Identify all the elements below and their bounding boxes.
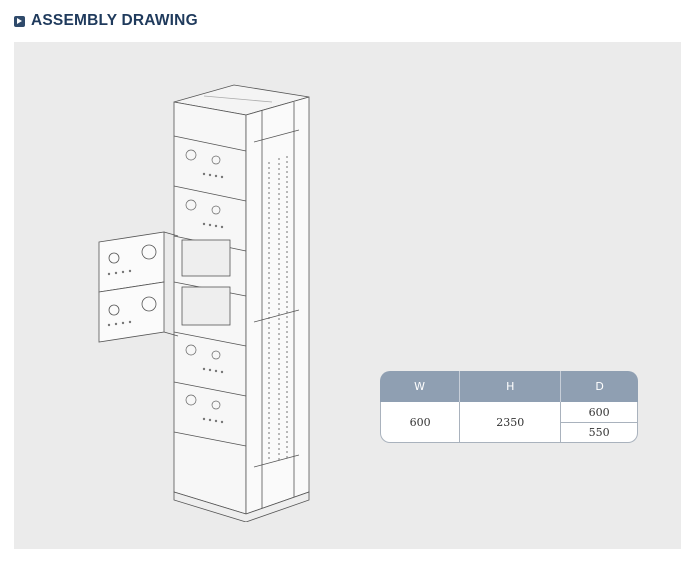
value-depth-1: 600 <box>561 402 638 423</box>
dimension-table: W H D 600 2350 600 550 <box>380 371 638 443</box>
header-width: W <box>380 371 461 402</box>
value-width: 600 <box>380 402 461 443</box>
switchgear-cabinet-drawing <box>98 84 310 522</box>
section-title: ASSEMBLY DRAWING <box>31 12 198 29</box>
arrow-right-icon <box>14 15 25 27</box>
value-depth-2: 550 <box>561 423 638 443</box>
drawing-panel: W H D 600 2350 600 550 <box>14 42 681 549</box>
section-header: ASSEMBLY DRAWING <box>14 10 198 32</box>
header-height: H <box>460 371 562 402</box>
header-depth: D <box>561 371 638 402</box>
value-height: 2350 <box>460 402 562 443</box>
